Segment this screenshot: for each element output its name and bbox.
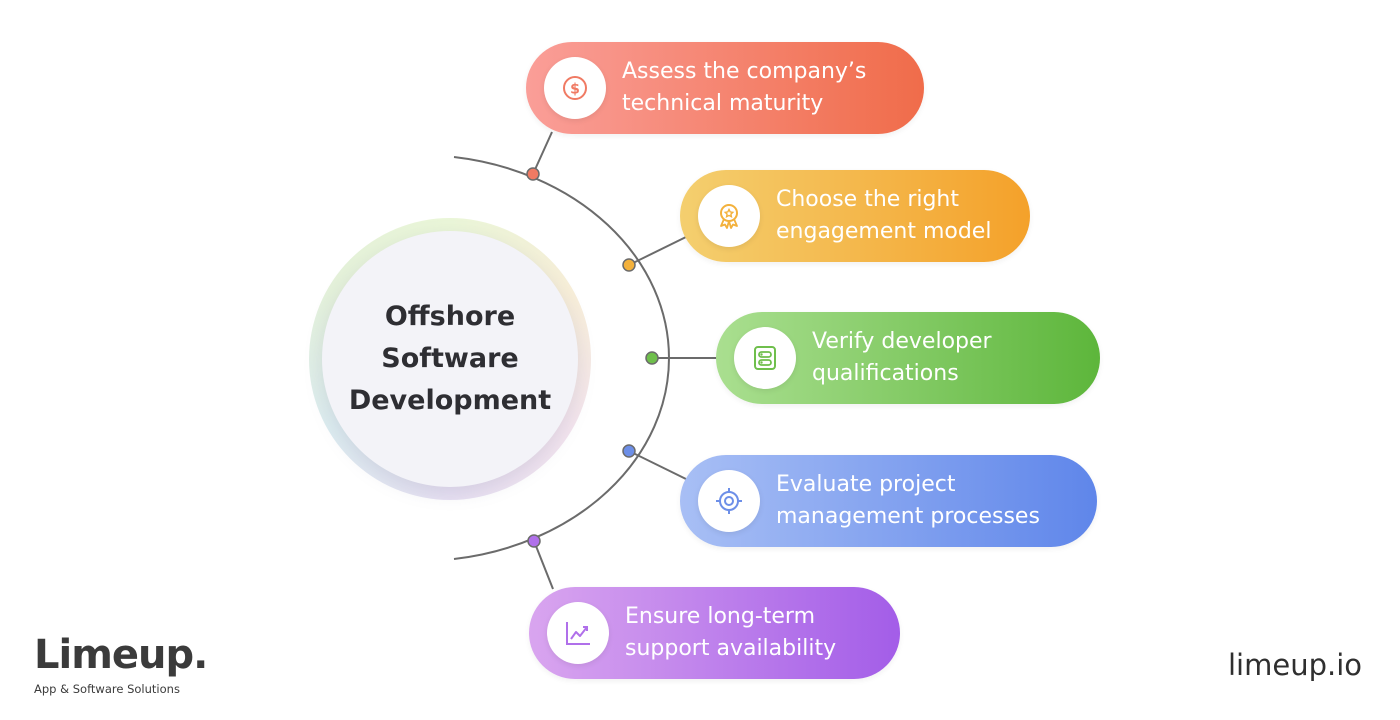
step-pill-assess-maturity: $ Assess the company’s technical maturit… — [526, 42, 924, 134]
step-label-line: engagement model — [776, 219, 992, 244]
brand-logo: Limeup. App & Software Solutions — [34, 632, 208, 696]
hub-title: Offshore Software Development — [340, 296, 560, 422]
step-label: Assess the company’s technical maturity — [622, 56, 866, 120]
step-label: Choose the right engagement model — [776, 184, 991, 248]
step-label: Ensure long-term support availability — [625, 601, 836, 665]
svg-text:$: $ — [570, 82, 580, 98]
connector-dot-3 — [645, 351, 659, 365]
step-label-line: qualifications — [812, 361, 959, 386]
step-label: Evaluate project management processes — [776, 469, 1040, 533]
connector-dot-4 — [622, 444, 636, 458]
hub-circle: Offshore Software Development — [322, 231, 578, 487]
step-pill-verify-qualifications: Verify developer qualifications — [716, 312, 1100, 404]
site-url: limeup.io — [1227, 648, 1362, 682]
hub-title-line: Development — [348, 385, 552, 416]
step-label-line: Ensure long-term — [625, 604, 816, 629]
brand-tagline: App & Software Solutions — [34, 682, 180, 696]
step-pill-evaluate-processes: Evaluate project management processes — [680, 455, 1097, 547]
checklist-card-icon — [734, 327, 796, 389]
award-badge-icon — [698, 185, 760, 247]
step-label-line: management processes — [776, 504, 1040, 529]
step-label-line: support availability — [625, 636, 837, 661]
connector-dot-5 — [527, 534, 541, 548]
step-pill-long-term-support: Ensure long-term support availability — [529, 587, 900, 679]
step-label-line: Choose the right — [776, 187, 960, 212]
step-label-line: Verify developer — [812, 329, 992, 354]
connector-line-5 — [533, 540, 554, 590]
target-icon — [698, 470, 760, 532]
brand-name: Limeup. — [34, 632, 208, 678]
step-label-line: technical maturity — [622, 91, 824, 116]
connector-dot-1 — [526, 167, 540, 181]
step-label-line: Evaluate project — [776, 472, 956, 497]
connector-dot-2 — [622, 258, 636, 272]
step-label-line: Assess the company’s — [622, 59, 867, 84]
connector-line-1 — [532, 131, 553, 175]
connector-line-4 — [628, 450, 687, 480]
connector-line-2 — [628, 236, 687, 266]
hub-title-line: Offshore — [384, 301, 516, 332]
trend-chart-icon — [547, 602, 609, 664]
dollar-coin-icon: $ — [544, 57, 606, 119]
step-pill-engagement-model: Choose the right engagement model — [680, 170, 1030, 262]
hub-title-line: Software — [381, 343, 519, 374]
step-label: Verify developer qualifications — [812, 326, 992, 390]
